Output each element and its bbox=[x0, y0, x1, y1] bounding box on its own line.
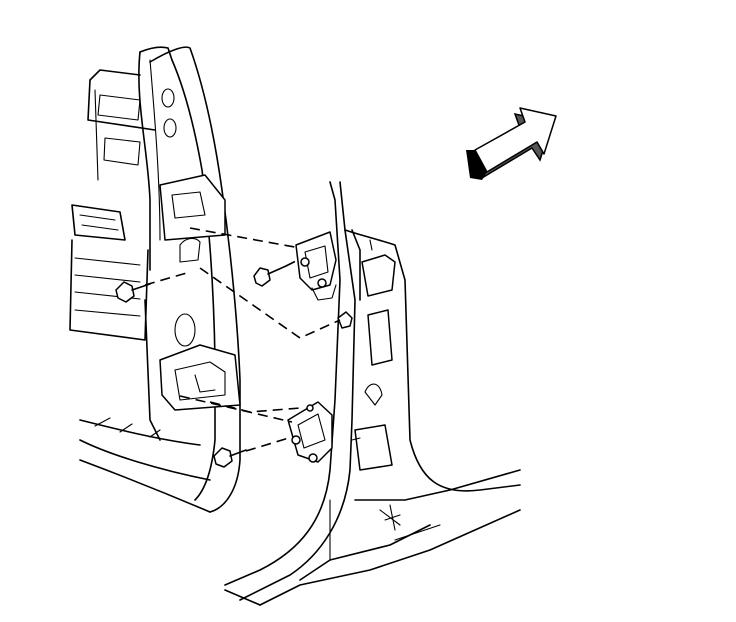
hinge-pin-nut bbox=[337, 311, 353, 329]
hinge-bolt-lower bbox=[213, 447, 247, 468]
front-direction-arrow-icon bbox=[466, 107, 557, 180]
alignment-lines bbox=[144, 227, 341, 452]
body-pillar bbox=[224, 181, 521, 606]
door bbox=[69, 46, 241, 513]
hinge-bolt-upper-right bbox=[253, 265, 287, 287]
hinge-bolt-upper-left bbox=[115, 281, 151, 303]
door-hinge-upper bbox=[295, 231, 337, 301]
door-hinge-lower bbox=[287, 401, 333, 463]
